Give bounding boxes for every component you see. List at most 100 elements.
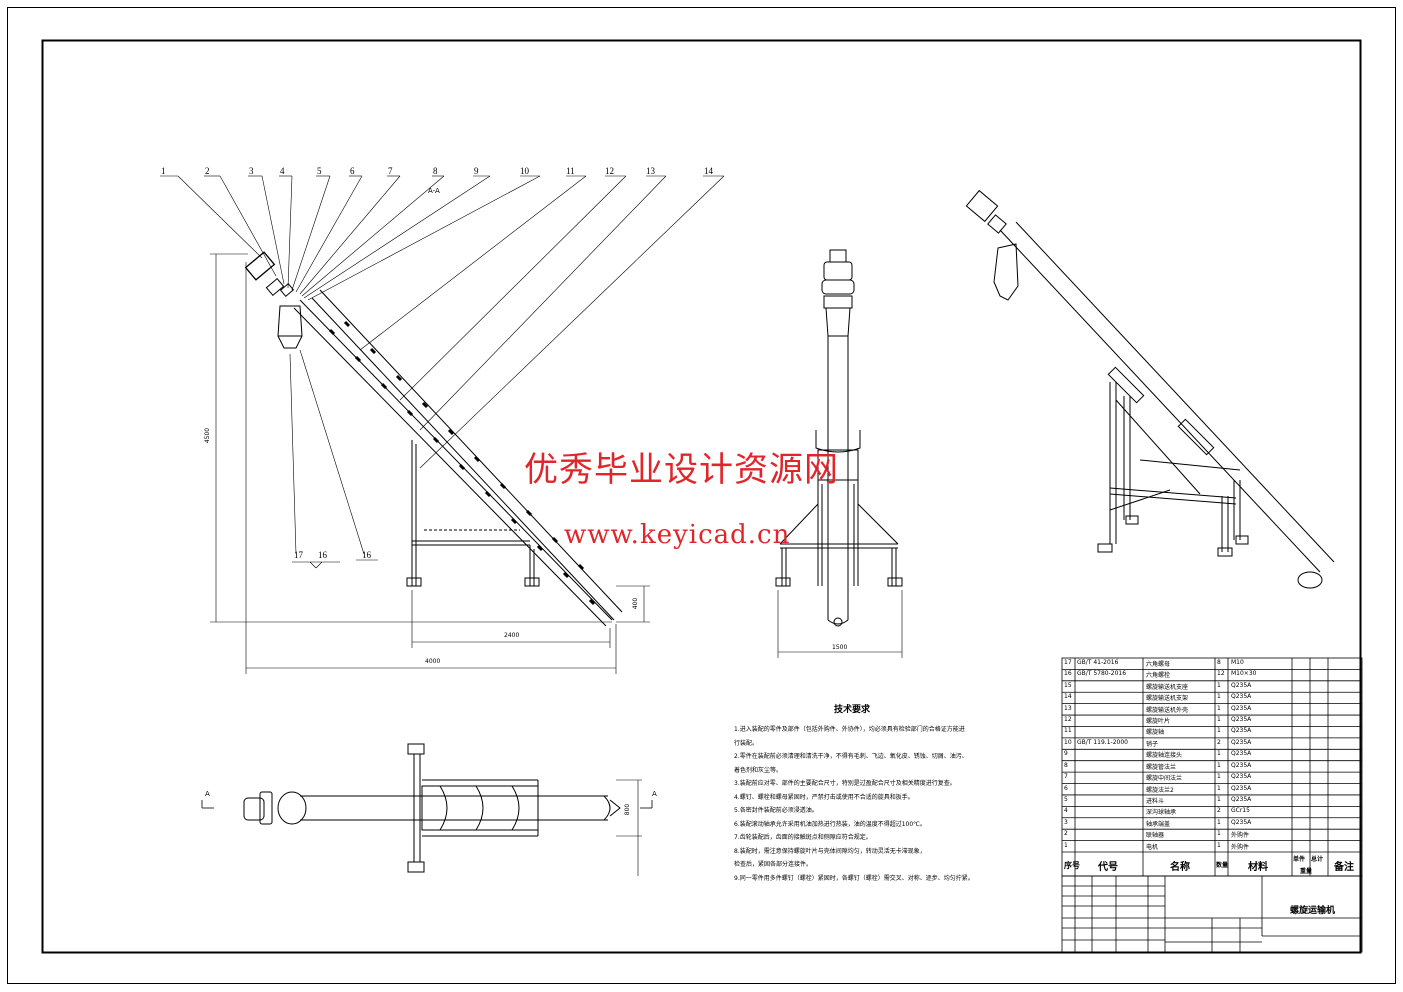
bom-cell-qty: 8 (1217, 659, 1221, 666)
leader-lines (160, 175, 725, 569)
bom-cell-material: Q235A (1231, 716, 1252, 724)
bom-cell-no: 8 (1064, 761, 1068, 769)
bom-row: 3 轴承端盖 1 Q235A (1062, 818, 1362, 828)
bom-cell-no: 3 (1064, 818, 1068, 826)
bom-row: 9 螺旋轴连接头 1 Q235A (1062, 749, 1362, 760)
outer-border (7, 7, 1396, 984)
bom-header-material: 材料 (1248, 862, 1268, 873)
bom-header-code: 代号 (1098, 862, 1118, 873)
balloon-9: 9 (474, 166, 479, 176)
bom-cell-no: 2 (1064, 830, 1068, 838)
bom-cell-material: Q235A (1231, 738, 1252, 746)
bom-cell-material: 外购件 (1231, 843, 1250, 851)
bom-cell-no: 4 (1064, 807, 1068, 815)
bom-cell-qty: 12 (1217, 670, 1225, 678)
bom-cell-name: 螺旋轴 (1146, 729, 1165, 737)
section-mark-left: A (205, 790, 210, 798)
balloon-14: 14 (704, 166, 713, 176)
bom-cell-name: 螺旋中间法兰 (1146, 775, 1183, 783)
bom-cell-name: 螺旋轴连接头 (1146, 752, 1183, 760)
bom-cell-qty: 2 (1217, 738, 1221, 746)
bom-cell-material: M10×30 (1231, 670, 1257, 678)
tech-item: 5.各密封件装配前必须浸透油。 (734, 807, 818, 814)
tech-item: 2.零件在装配前必须清理和清洗干净，不得有毛刺、飞边、氧化皮、锈蚀、切屑、油污、 (734, 753, 968, 760)
bom-cell-no: 13 (1064, 704, 1072, 712)
bom-cell-name: 轴承端盖 (1146, 820, 1171, 828)
bom-cell-material: Q235A (1231, 750, 1252, 758)
section-mark-right: A (652, 790, 657, 798)
balloon-12: 12 (605, 166, 614, 176)
bom-cell-no: 6 (1064, 784, 1068, 792)
tech-title: 技术要求 (834, 705, 871, 715)
bom-cell-name: 螺旋管法兰 (1146, 763, 1177, 771)
section-label: A-A (428, 187, 440, 195)
tech-item: 1.进入装配的零件及部件（包括外购件、外协件），均必须具有检验部门的合格证方能进 (734, 726, 965, 733)
front-view (775, 249, 903, 658)
bom-cell-material: Q235A (1231, 784, 1252, 792)
bom-cell-qty: 1 (1217, 773, 1221, 781)
dim-width-plan: 800 (624, 803, 632, 816)
bom-cell-material: Q235A (1231, 773, 1252, 781)
side-view (244, 251, 623, 627)
dim-overall-length: 4000 (425, 658, 441, 665)
balloon-8: 8 (433, 166, 438, 176)
bom-cell-qty: 1 (1217, 727, 1221, 735)
bom-cell-qty: 1 (1217, 795, 1221, 803)
drawing-name: 螺旋运输机 (1290, 906, 1336, 916)
bom-cell-no: 1 (1064, 841, 1068, 849)
bom-cell-qty: 2 (1217, 807, 1221, 815)
tech-item: 行装配。 (734, 739, 759, 747)
bom-cell-qty: 1 (1217, 750, 1221, 758)
plan-view (201, 743, 653, 876)
dim-height: 4500 (204, 427, 212, 444)
bom-cell-name: 螺旋叶片 (1146, 718, 1171, 726)
bom-cell-no: 10 (1064, 738, 1072, 746)
bom-header-single: 单件 (1293, 856, 1306, 863)
bom-cell-code: GB/T 5780-2016 (1077, 670, 1127, 678)
bom-cell-qty: 1 (1217, 818, 1221, 826)
bom-cell-material: Q235A (1231, 795, 1252, 803)
balloon-4: 4 (280, 166, 285, 176)
bom-cell-qty: 1 (1217, 704, 1221, 712)
bom-cell-qty: 1 (1217, 681, 1221, 689)
bom-grid (1061, 657, 1363, 953)
bom-cell-code: GB/T 119.1-2000 (1077, 738, 1128, 746)
tech-item: 7.齿轮装配后，齿面的接触斑点和侧隙应符合规定。 (734, 834, 872, 841)
bom-header-weight: 重量 (1300, 868, 1313, 875)
tech-item: 6.装配滚动轴承允许采用机油加热进行热装，油的温度不得超过100℃。 (734, 820, 926, 828)
bom-cell-name: 六角螺栓 (1146, 672, 1171, 680)
balloon-7: 7 (388, 166, 393, 176)
bom-header-qty: 数量 (1216, 862, 1229, 869)
dim-end-height: 400 (632, 597, 640, 610)
tech-item: 4.螺钉、螺栓和螺母紧固时，严禁打击或使用不合适的旋具和扳手。 (734, 793, 914, 801)
bom-cell-no: 17 (1064, 659, 1072, 666)
inner-frame (41, 39, 1362, 954)
balloon-13: 13 (646, 166, 655, 176)
bom-cell-no: 5 (1064, 795, 1068, 803)
bom-header-total: 总计 (1311, 856, 1324, 863)
bom-cell-material: Q235A (1231, 681, 1252, 689)
bom-cell-material: M10 (1231, 659, 1244, 666)
balloon-6: 6 (350, 166, 355, 176)
balloon-11: 11 (566, 166, 575, 176)
balloon-16a: 16 (318, 550, 327, 560)
bom-cell-no: 9 (1064, 750, 1068, 758)
watermark-url: www.keyicad.cn (564, 520, 791, 550)
bom-cell-material: Q235A (1231, 818, 1252, 826)
dim-support-span: 2400 (504, 632, 520, 639)
balloon-5: 5 (317, 166, 322, 176)
bom-cell-qty: 1 (1217, 693, 1221, 701)
bom-cell-code: GB/T 41-2016 (1077, 659, 1119, 666)
bom-cell-name: 螺旋法兰2 (1146, 786, 1174, 794)
bom-cell-no: 15 (1064, 681, 1072, 689)
